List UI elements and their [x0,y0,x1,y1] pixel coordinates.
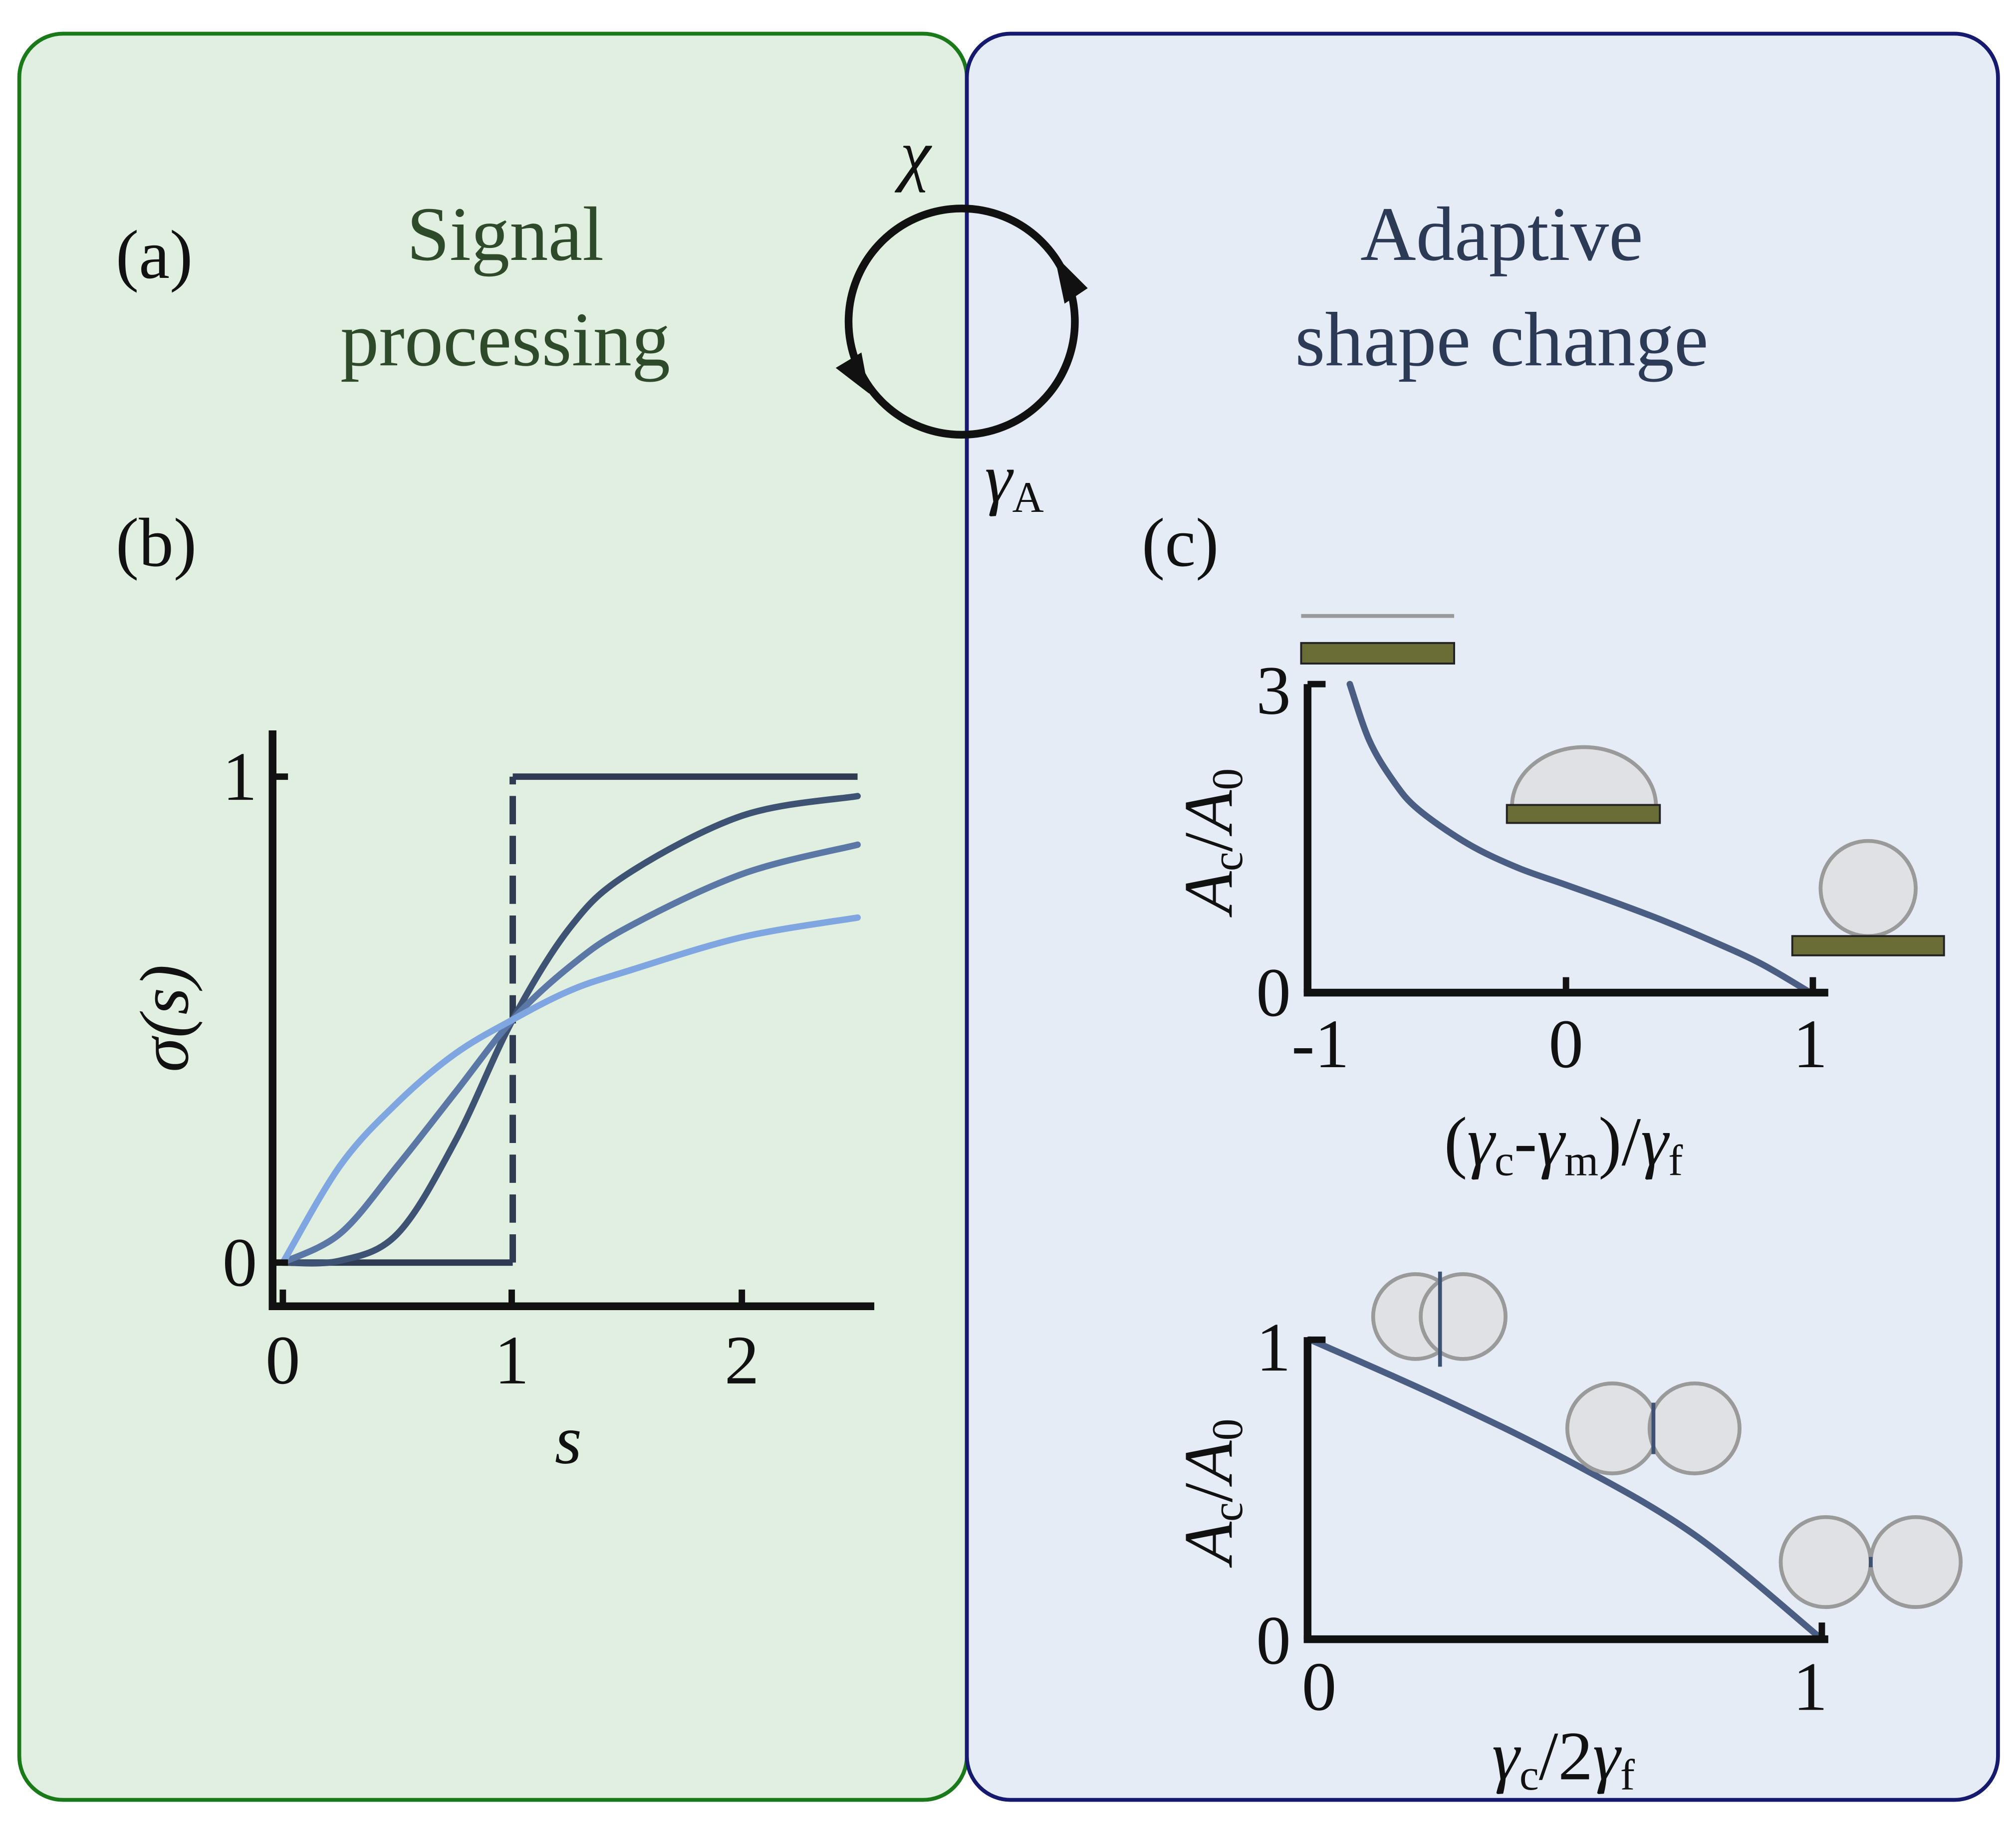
sigma-xlabel: s [555,1402,582,1479]
feedback-loop: χ γA [835,116,1088,521]
fused-doublet-icon [1371,1271,1508,1367]
sigma-curves [279,773,861,1267]
gamma-a-label: γA [985,440,1044,521]
doublet-xtick-label-0: 0 [1302,1648,1337,1725]
feedback-loop-circle [844,205,1079,439]
clockwise-arrowhead-left [835,352,869,394]
doublet-series-0 [1307,1336,1825,1643]
doublet-chart: 1 0 0 1 γc/2γf Ac/A0 [1170,1271,1963,1799]
spreading-xtick-label-0: 0 [1548,1006,1583,1083]
spreading-xlabel: (γc-γm)/γf [1444,1104,1683,1185]
adaptive-shape-title-line2: shape change [1295,297,1708,382]
spreading-curve [1346,681,1814,996]
panel-c-label: (c) [1142,504,1219,581]
spreading-xtick-label-neg1: -1 [1291,1006,1349,1083]
spreading-ytick-label-0: 0 [1256,954,1291,1031]
adaptive-shape-panel [965,31,2000,1802]
doublet-xtick-label-1: 1 [1793,1648,1828,1725]
spreading-ylabel: Ac/A0 [1170,768,1252,917]
spreading-series-0 [1346,681,1814,996]
gamma-symbol: γ [985,440,1014,517]
substrate-right-icon [1791,935,1945,956]
spreading-xtick-label-1: 1 [1793,1006,1828,1083]
doublet-ytick-label-0: 0 [1256,1602,1291,1679]
doublet-ylabel: Ac/A0 [1170,1419,1252,1568]
sigma-ytick-label-0: 0 [223,1224,257,1301]
half-fused-doublet-icon [1565,1381,1742,1476]
sigma-series-1 [279,793,861,1267]
sigma-chart: 1 0 0 1 2 s σ(s) [126,730,875,1479]
sigma-ytick-label-1: 1 [223,738,257,815]
sigma-xtick-label-0: 0 [265,1322,300,1399]
sphere-cell-icon [1818,839,1918,938]
sigma-series-3 [279,914,861,1266]
sigma-xtick-label-2: 2 [725,1322,759,1399]
panel-b-label: (b) [116,504,197,581]
doublet-curve [1307,1336,1825,1643]
gamma-subscript: A [1012,473,1043,521]
doublet-ytick-label-1: 1 [1256,1309,1291,1386]
signal-processing-title-line2: processing [340,297,670,382]
chi-label: χ [894,116,933,193]
adaptive-shape-title-line1: Adaptive [1360,192,1643,277]
clockwise-arrowhead-right [1054,254,1088,304]
substrate-left-icon [1300,642,1455,665]
sigma-xtick-label-1: 1 [495,1322,529,1399]
substrate-middle-icon [1506,804,1661,824]
spreading-ytick-label-3: 3 [1256,652,1291,729]
doublet-xlabel: γc/2γf [1492,1718,1635,1799]
separated-doublet-icon [1778,1515,1963,1609]
panel-a-label: (a) [116,217,193,293]
signal-processing-title-line1: Signal [407,192,604,277]
hemisphere-cell-icon [1510,745,1658,808]
spreading-chart: 3 0 -1 0 1 (γc-γm)/γf Ac/A0 [1170,614,1945,1185]
sigma-ylabel: σ(s) [126,964,203,1072]
